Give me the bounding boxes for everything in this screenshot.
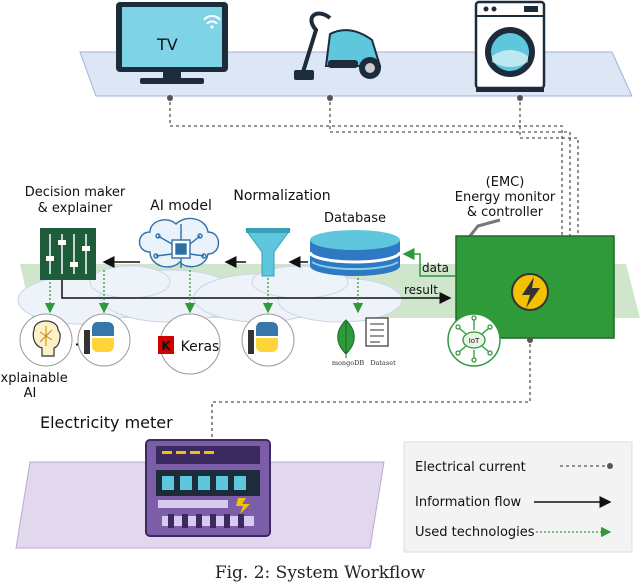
legend-electrical-current-label: Electrical current (415, 460, 526, 475)
explainable-label-line1: Explainable (0, 371, 68, 386)
washer-plug-dot (517, 95, 523, 101)
washing-machine-icon (474, 0, 546, 92)
tv-label: TV (156, 35, 178, 54)
database-label: Database (324, 211, 386, 226)
iot-icon (447, 313, 501, 367)
electricity-meter-label: Electricity meter (40, 413, 173, 432)
explainable-label-line2: AI (24, 386, 37, 401)
legend-electrical-current-dot (607, 463, 613, 469)
decision-maker-label-line1: Decision maker (25, 185, 126, 200)
iot-label: IoT (469, 337, 480, 345)
neural-chip-icon (138, 217, 220, 268)
emc-label-line3: & controller (467, 205, 544, 220)
legend-information-flow-label: Information flow (415, 495, 522, 510)
tv-icon (116, 2, 228, 84)
emc-meter-current-line (211, 338, 531, 440)
meter-icon (145, 439, 271, 537)
vacuum-icon (294, 11, 382, 80)
funnel-icon (245, 228, 291, 277)
legend-box (403, 441, 633, 553)
keras-label: Keras (181, 339, 220, 355)
legend-used-technologies-label: Used technologies (415, 525, 535, 540)
database-icon (308, 230, 402, 276)
cloud-shape (17, 265, 403, 325)
vacuum-plug-dot (327, 95, 333, 101)
dataset-icon (365, 317, 389, 347)
python-icon-1 (77, 313, 131, 367)
python-icon-2 (241, 313, 295, 367)
emc-label-line2: Energy monitor (455, 190, 556, 205)
emc-label-line1: (EMC) (486, 175, 525, 190)
figure-caption: Fig. 2: System Workflow (215, 563, 426, 582)
decision-sliders-icon (40, 228, 96, 280)
data-arrow-label: data (422, 261, 449, 275)
used-technology-arrows (44, 270, 364, 314)
mongodb-label: mongoDB (332, 359, 365, 367)
information-flow-arrows (61, 256, 452, 304)
dataset-label: Dataset (370, 359, 396, 367)
data-arrow (402, 248, 456, 277)
ai-model-label: AI model (150, 198, 212, 214)
tv-plug-dot (167, 95, 173, 101)
mongodb-icon (337, 319, 355, 358)
result-arrow-label: result (404, 283, 438, 297)
appliance-current-lines (169, 96, 579, 236)
brain-icon (19, 313, 73, 367)
normalization-label: Normalization (233, 188, 330, 204)
emc-plug-dot (527, 337, 533, 343)
keras-icon (158, 313, 221, 375)
keras-k: K (161, 339, 171, 353)
decision-maker-label-line2: & explainer (38, 201, 113, 216)
